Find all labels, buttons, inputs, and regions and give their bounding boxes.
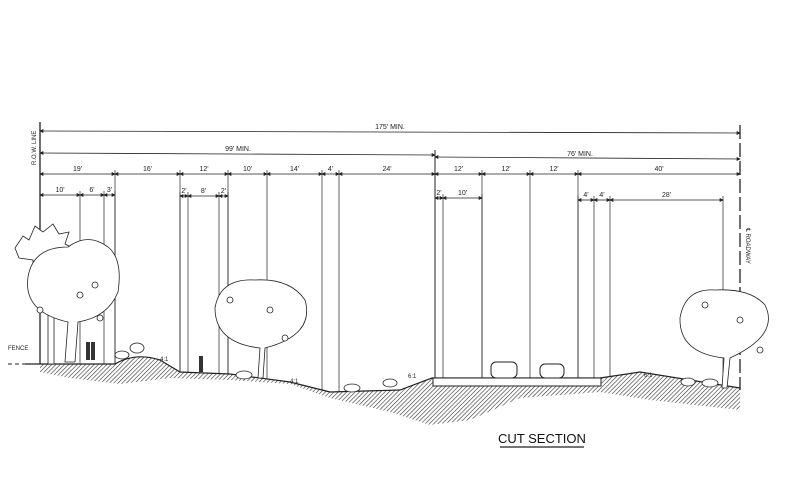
dimension-label: 2' bbox=[181, 188, 186, 195]
shrubs bbox=[114, 342, 719, 393]
dimension-label: 19' bbox=[73, 166, 82, 173]
dimension-label: 24' bbox=[382, 166, 391, 173]
dimension-label: 14' bbox=[290, 166, 299, 173]
dimension-label: 4' bbox=[599, 192, 604, 199]
dimension-label: 4' bbox=[328, 166, 333, 173]
tree-right bbox=[679, 289, 769, 389]
dimension-label: 3' bbox=[107, 187, 112, 194]
dimension-label: 16' bbox=[143, 166, 152, 173]
pedestrians bbox=[86, 342, 203, 372]
tree-left bbox=[27, 239, 120, 363]
ground-line bbox=[25, 356, 741, 393]
dim-76 bbox=[434, 155, 741, 161]
dim-175-label: 175' MIN. bbox=[375, 124, 405, 131]
slope-label-2: 4:1 bbox=[290, 379, 299, 385]
dimension-label: 10' bbox=[243, 166, 252, 173]
dimension-label: 28' bbox=[662, 192, 671, 199]
centerline-label: ℄ ROADWAY bbox=[744, 227, 750, 264]
cars bbox=[490, 361, 565, 379]
roadway-pavement bbox=[432, 377, 602, 387]
slope-label-1: 4:1 bbox=[160, 357, 169, 363]
drawing-title: CUT SECTION bbox=[498, 431, 586, 446]
dim-175 bbox=[39, 129, 741, 135]
dimension-label: 10' bbox=[55, 187, 64, 194]
dimension-label: 12' bbox=[549, 166, 558, 173]
dimension-label: 12' bbox=[501, 166, 510, 173]
slope-label-3: 6:1 bbox=[408, 374, 417, 380]
dimension-label: 6' bbox=[89, 187, 94, 194]
dim-76-label: 76' MIN. bbox=[567, 151, 593, 158]
tree-middle bbox=[214, 279, 307, 379]
dimension-label: 40' bbox=[654, 166, 663, 173]
dimension-label: 12' bbox=[454, 166, 463, 173]
fence-label: FENCE bbox=[8, 346, 28, 352]
dimension-label: 8' bbox=[201, 188, 206, 195]
dimension-label: 10' bbox=[458, 190, 467, 197]
dim-99 bbox=[39, 151, 436, 157]
dim-99-label: 99' MIN. bbox=[225, 146, 251, 153]
dimension-label: 2' bbox=[436, 190, 441, 197]
dimension-label: 2' bbox=[221, 188, 226, 195]
dimension-chains: 19' 16' 12' 10' 14' 4' 24' 12' 12' 12' 40' 10' 6' 3' 2… bbox=[39, 166, 741, 392]
dimension-label: 12' bbox=[199, 166, 208, 173]
row-line-label: R.O.W. LINE bbox=[32, 131, 38, 165]
slope-label-4: 6:1 bbox=[644, 373, 653, 379]
dimension-label: 4' bbox=[583, 192, 588, 199]
earth-hatch bbox=[40, 356, 740, 425]
